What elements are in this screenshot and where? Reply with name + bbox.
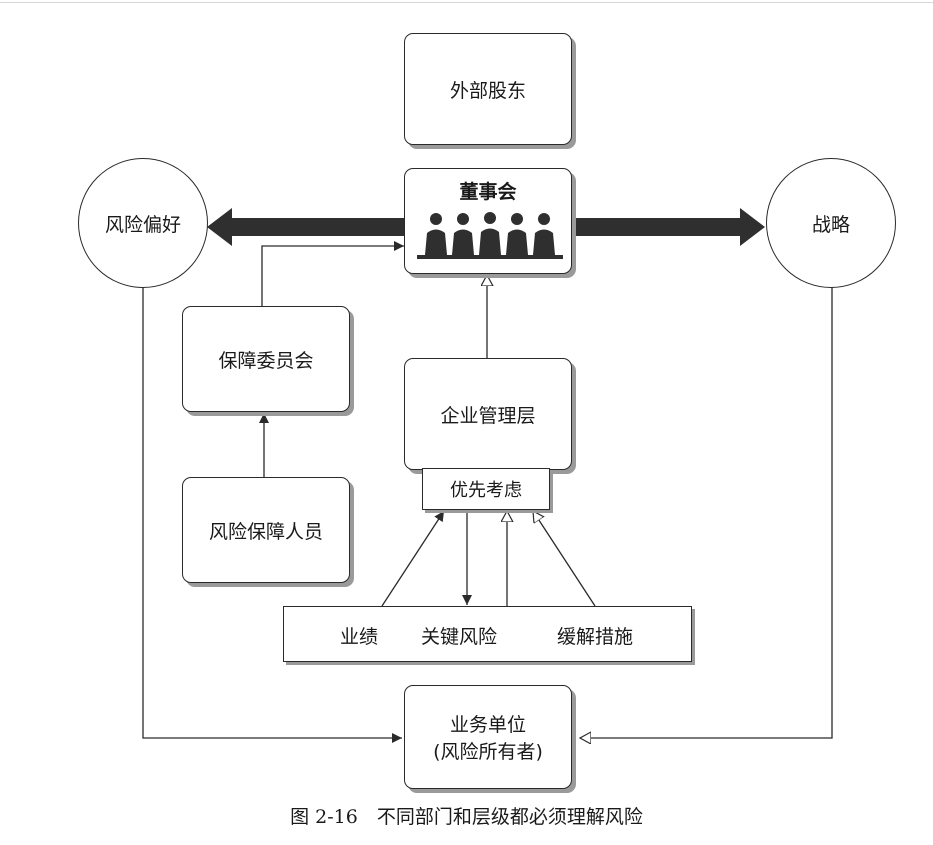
- risk-staff-box: 风险保障人员: [182, 477, 350, 583]
- arrow-strategy-to-business: [580, 286, 833, 738]
- priority-label: 优先考虑: [450, 480, 522, 501]
- management-box: 企业管理层: [404, 358, 572, 470]
- strategy-label: 战略: [811, 213, 850, 236]
- priority-box: 优先考虑: [422, 468, 550, 510]
- business-unit-box: 业务单位 (风险所有者): [404, 685, 572, 789]
- strategy-circle: 战略: [766, 158, 896, 288]
- shareholders-label: 外部股东: [449, 79, 526, 102]
- key-risks-label: 关键风险: [421, 626, 498, 648]
- performance-label: 业绩: [340, 626, 379, 648]
- management-label: 企业管理层: [440, 404, 536, 427]
- risk-staff-label: 风险保障人员: [208, 520, 323, 543]
- arrow-mitigation-to-priority: [533, 511, 596, 607]
- assurance-committee-label: 保障委员会: [218, 349, 314, 372]
- factors-bar: 业绩 关键风险 缓解措施: [283, 606, 692, 662]
- board-label: 董事会: [459, 181, 517, 203]
- assurance-committee-box: 保障委员会: [182, 306, 350, 412]
- risk-appetite-circle: 风险偏好: [78, 158, 208, 288]
- figure-caption: 图 2-16 不同部门和层级都必须理解风险: [290, 806, 643, 828]
- arrow-performance-to-priority: [381, 510, 445, 607]
- top-rule: [0, 2, 933, 3]
- business-unit-sublabel: (风险所有者): [433, 741, 543, 763]
- mitigation-label: 缓解措施: [557, 626, 634, 648]
- arrow-committee-to-board: [261, 241, 404, 306]
- board-members-icon: [417, 212, 563, 259]
- risk-appetite-label: 风险偏好: [104, 213, 181, 236]
- board-box: 董事会: [404, 168, 572, 274]
- thick-arrow-to-appetite: [207, 208, 405, 246]
- shareholders-box: 外部股东: [404, 33, 572, 145]
- thick-arrow-to-strategy: [572, 208, 765, 246]
- arrow-appetite-to-business: [142, 286, 402, 743]
- business-unit-label: 业务单位: [449, 714, 526, 736]
